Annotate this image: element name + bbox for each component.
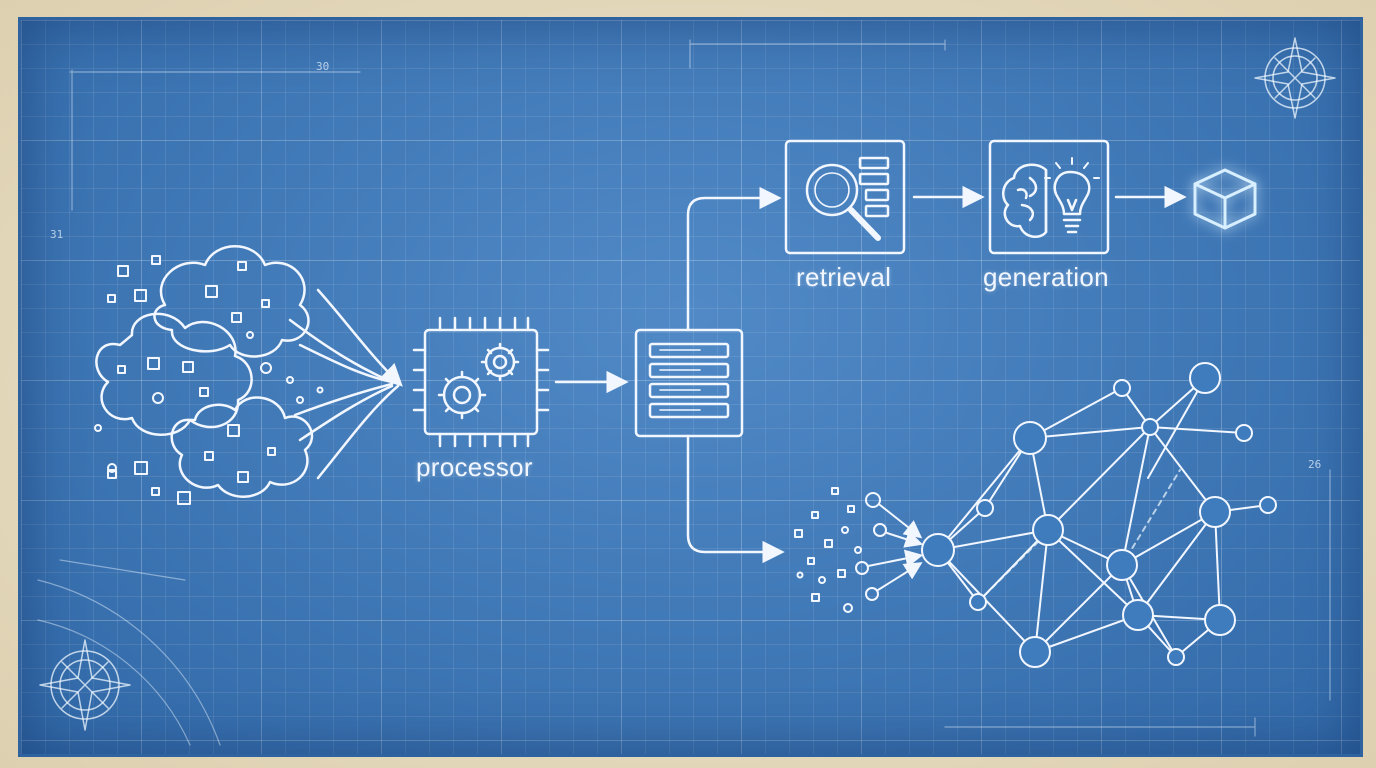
arrow-index-to-retrieval bbox=[686, 186, 782, 332]
processor-chip-gears-icon bbox=[412, 316, 550, 448]
retrieval-label: retrieval bbox=[796, 262, 892, 292]
compass-rose-icon bbox=[1254, 37, 1336, 119]
top-dimension-note: 30 bbox=[316, 60, 330, 73]
brain-lightbulb-icon bbox=[988, 139, 1110, 255]
knowledge-graph-icon bbox=[921, 362, 1277, 668]
scattered-dots-icon bbox=[794, 487, 887, 613]
drafting-marks bbox=[37, 39, 1331, 746]
data-flow-arrow bbox=[288, 288, 403, 480]
blueprint-board bbox=[18, 17, 1363, 757]
index-stack-icon bbox=[634, 328, 744, 438]
magnifier-list-icon bbox=[784, 139, 906, 255]
data-clouds-icon bbox=[95, 245, 314, 498]
data-particles bbox=[94, 255, 324, 505]
glowing-cube-icon bbox=[1193, 168, 1257, 230]
arrow-index-to-embeddings bbox=[686, 434, 785, 564]
right-dimension-note: 26 bbox=[1308, 458, 1322, 471]
embedding-arrows bbox=[867, 504, 924, 591]
generation-label: generation bbox=[983, 262, 1109, 292]
compass-rose-icon bbox=[39, 639, 131, 731]
left-dimension-note: 31 bbox=[50, 228, 64, 241]
processor-label: processor bbox=[416, 452, 533, 482]
